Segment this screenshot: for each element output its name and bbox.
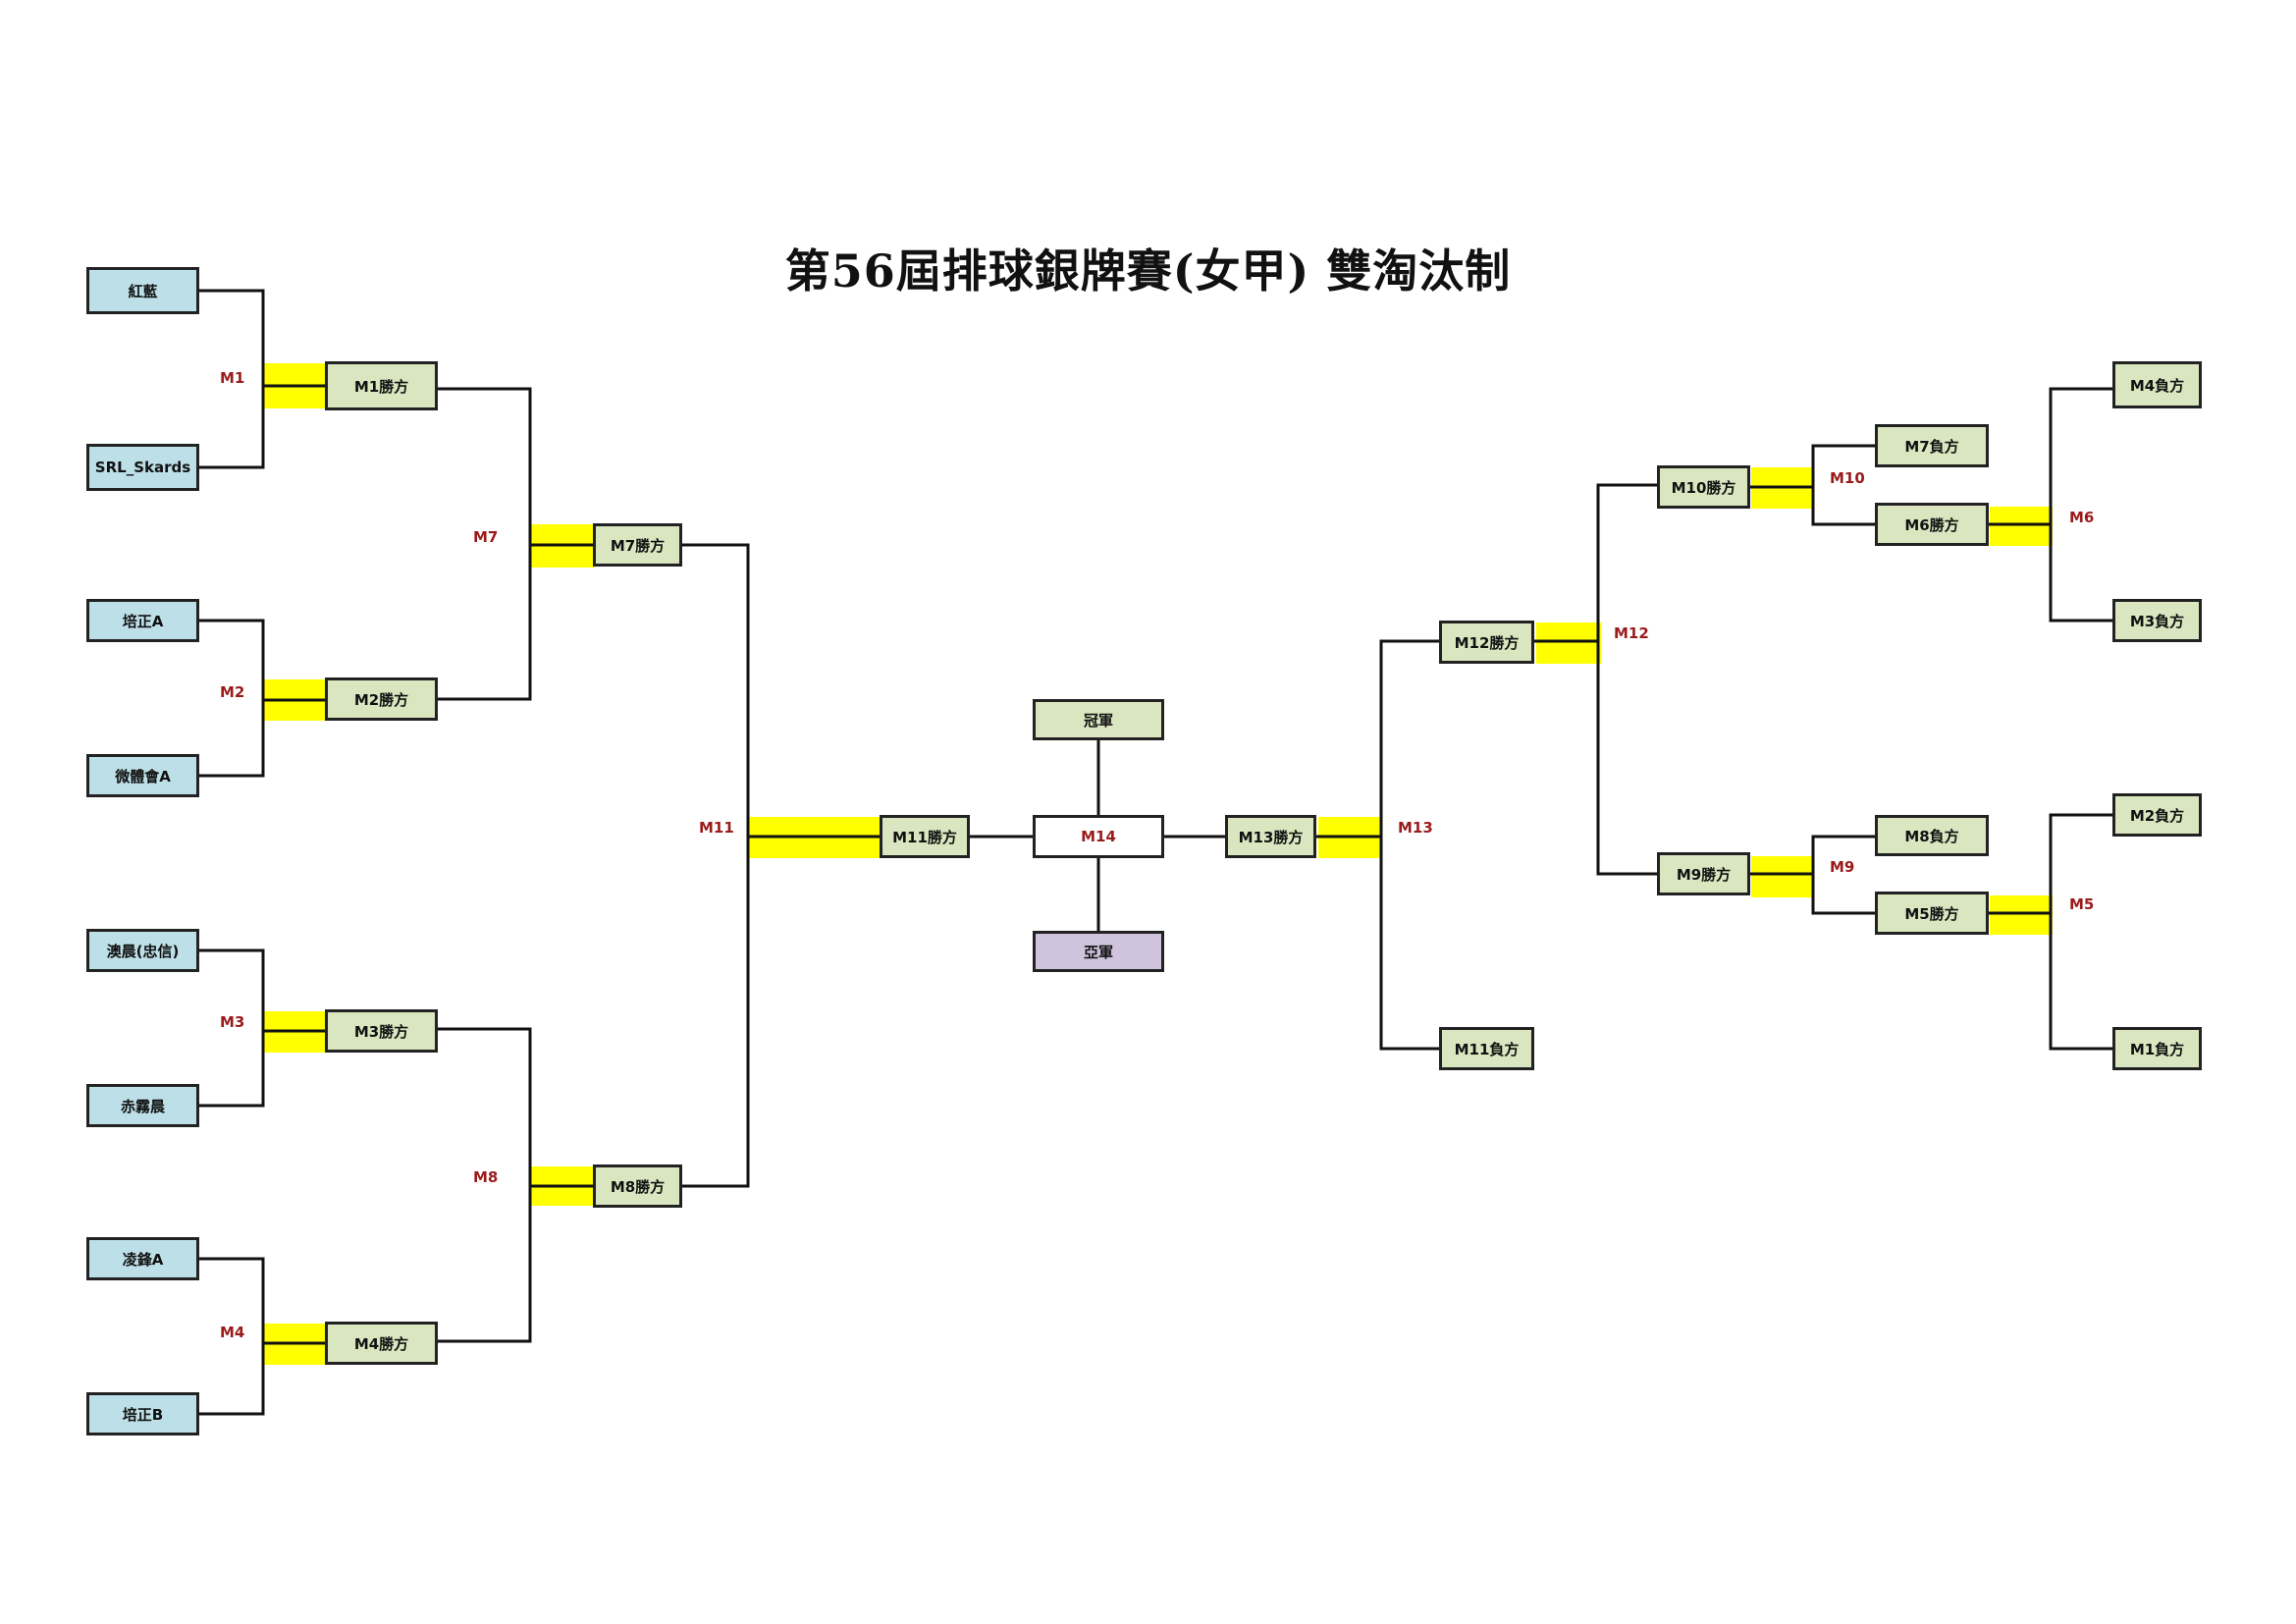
champion-box: 冠軍 [1033,699,1164,740]
match-label: M12 [1614,624,1649,642]
result-box: M2勝方 [325,677,438,721]
match-label: M4 [220,1324,245,1341]
connector-m5 [2049,813,2114,1051]
match-label: M13 [1398,819,1433,837]
team-box: 赤霧晨 [86,1084,199,1127]
highlight-m12 [1536,623,1601,664]
connector-m9 [1811,835,1877,915]
result-box: M7勝方 [593,523,682,567]
match-label: M9 [1830,858,1855,876]
result-box: M13勝方 [1225,815,1316,858]
match-label: M3 [220,1013,245,1031]
final-match-box: M14 [1033,815,1164,858]
result-box: M5勝方 [1875,892,1989,935]
connector-m3 [198,948,265,1108]
team-box: 凌鋒A [86,1237,199,1280]
result-box: M3負方 [2112,599,2202,642]
connector-m2 [198,619,265,778]
highlight-m9 [1751,856,1814,897]
match-label: M6 [2069,509,2095,526]
runner-up-box: 亞軍 [1033,931,1164,972]
connector-m6 [2049,387,2114,623]
result-box: M6勝方 [1875,503,1989,546]
connector-m4 [198,1257,265,1416]
page-title: 第56屆排球銀牌賽(女甲) 雙淘汰制 [784,244,1512,298]
match-label: M5 [2069,895,2095,913]
connector-m12 [1596,483,1659,876]
team-box: 紅藍 [86,267,199,314]
result-box: M4負方 [2112,361,2202,408]
match-label: M10 [1830,469,1865,487]
connector-m10 [1811,444,1877,526]
connector-m1 [198,289,265,469]
result-box: M9勝方 [1657,852,1750,895]
result-box: M12勝方 [1439,621,1534,664]
match-label: M11 [699,819,734,837]
connector-m11 [681,543,750,1188]
highlight-m6 [1990,507,2053,546]
match-label: M7 [473,528,499,546]
result-box: M7負方 [1875,424,1989,467]
result-box: M11勝方 [880,815,970,858]
highlight-m5 [1990,895,2053,935]
connector-m13 [1379,639,1441,1051]
match-label: M2 [220,683,245,701]
team-box: 培正B [86,1392,199,1435]
match-label: M8 [473,1168,499,1186]
team-box: 培正A [86,599,199,642]
result-box: M2負方 [2112,793,2202,837]
result-box: M8負方 [1875,815,1989,856]
team-box: 澳晨(忠信) [86,929,199,972]
result-box: M1負方 [2112,1027,2202,1070]
result-box: M1勝方 [325,361,438,410]
result-box: M8勝方 [593,1164,682,1208]
team-box: 微體會A [86,754,199,797]
result-box: M11負方 [1439,1027,1534,1070]
result-box: M10勝方 [1657,465,1750,509]
result-box: M3勝方 [325,1009,438,1053]
match-label: M1 [220,369,245,387]
team-box: SRL_Skards [86,444,199,491]
result-box: M4勝方 [325,1322,438,1365]
